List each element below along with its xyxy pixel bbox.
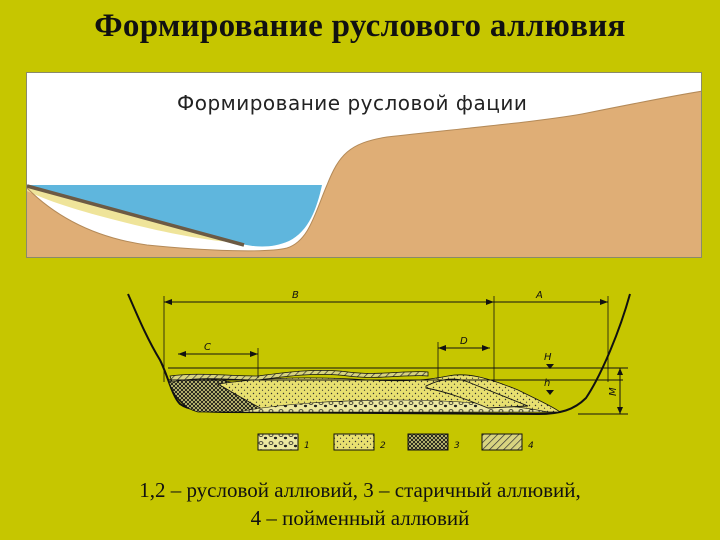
label-H: H [544,352,552,363]
legend-swatch-1 [257,433,299,451]
legend-label-4: 4 [528,441,534,451]
bank-outline [27,90,701,252]
alluvium-cross-section: B A C D H h M 1 2 3 4 [127,290,631,451]
legend: 1 2 3 4 [257,433,534,451]
label-D: D [460,336,468,347]
caption-line-1: 1,2 – русловой аллювий, 3 – старичный ал… [139,478,581,502]
label-M: M [608,387,619,396]
legend-swatch-2 [333,433,375,451]
legend-swatch-3 [407,433,449,451]
legend-swatch-4 [481,433,523,451]
label-B: B [292,290,299,301]
channel-cross-section-drawing [27,73,701,257]
dim-A-arrow [600,299,608,305]
h-marker [546,390,554,395]
caption-line-2: 4 – пойменный аллювий [250,506,470,530]
label-h: h [544,378,550,389]
label-A: A [535,290,543,301]
terrain [27,91,701,257]
panel-title: Формирование русловой фации [177,91,528,115]
slide-title: Формирование руслового аллювия [94,8,626,44]
dim-C-arrow [178,351,258,357]
point-bar-mound [425,378,529,409]
channel-slope-line [27,184,245,247]
label-C: C [204,342,211,353]
legend-label-1: 1 [304,441,310,451]
water [27,185,322,247]
caption: 1,2 – русловой аллювий, 3 – старичный ал… [0,476,720,532]
H-marker [546,364,554,369]
channel-facies-illustration: Формирование русловой фации [26,72,702,258]
legend-label-2: 2 [380,441,386,451]
legend-label-3: 3 [454,441,460,451]
